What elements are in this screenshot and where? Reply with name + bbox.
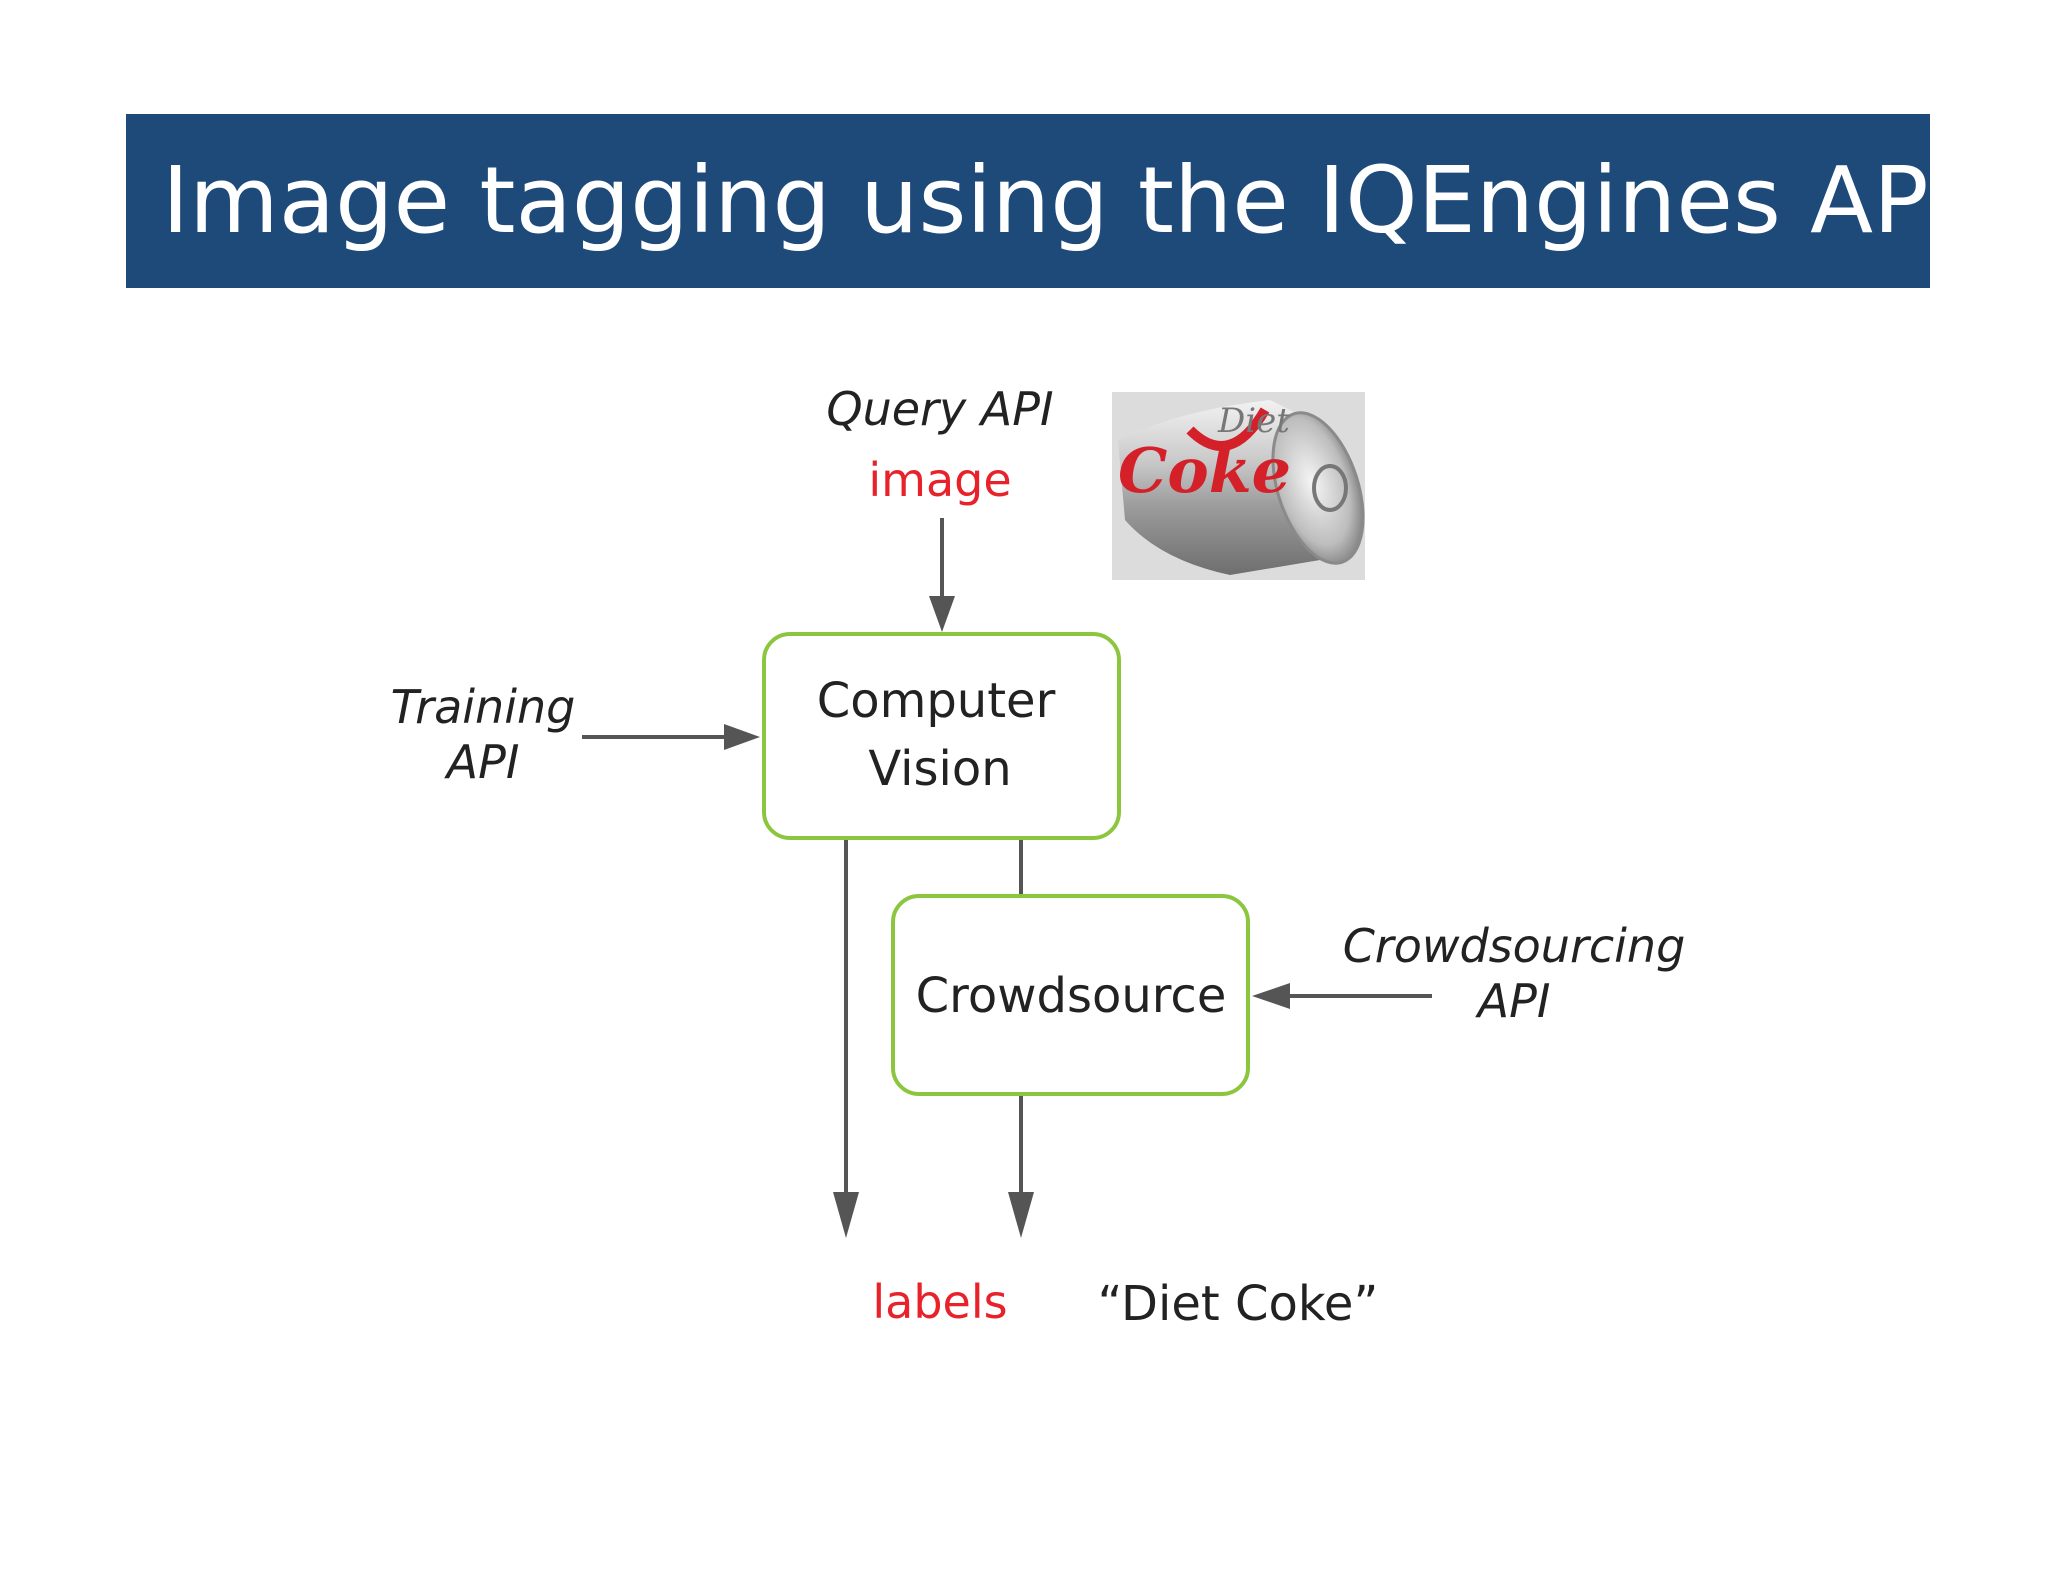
crowdsourcing-api-label-line1: Crowdsourcing <box>1343 919 1686 973</box>
arrow-image-to-computer-vision <box>929 518 955 632</box>
arrow-crowdsource-to-result <box>1008 1096 1034 1238</box>
query-api-label: Query API <box>826 382 1053 436</box>
training-api-label-line1: Training <box>391 680 576 734</box>
title-bar: Image tagging using the IQEngines API <box>126 114 1956 288</box>
image-label: image <box>868 453 1011 507</box>
can-brand: Coke <box>1118 434 1291 507</box>
computer-vision-label-line2: Vision <box>868 741 1011 797</box>
can-brand-script: Diet <box>1217 401 1290 441</box>
computer-vision-box: Computer Vision <box>762 632 1121 840</box>
diet-coke-photo: Diet Coke <box>1112 392 1365 580</box>
labels-label: labels <box>872 1275 1007 1329</box>
crowdsourcing-api-label-line2: API <box>1475 974 1551 1028</box>
arrow-computer-vision-to-labels <box>833 840 859 1238</box>
crowdsource-box: Crowdsource <box>891 894 1250 1096</box>
arrow-crowdsourcing-to-crowdsource <box>1252 983 1432 1009</box>
computer-vision-label-line1: Computer <box>817 673 1056 729</box>
crowdsource-label: Crowdsource <box>916 968 1227 1024</box>
arrow-training-to-computer-vision <box>582 724 760 750</box>
training-api-label-line2: API <box>444 735 520 789</box>
result-label: “Diet Coke” <box>1098 1276 1379 1332</box>
slide-title: Image tagging using the IQEngines API <box>162 147 1956 254</box>
